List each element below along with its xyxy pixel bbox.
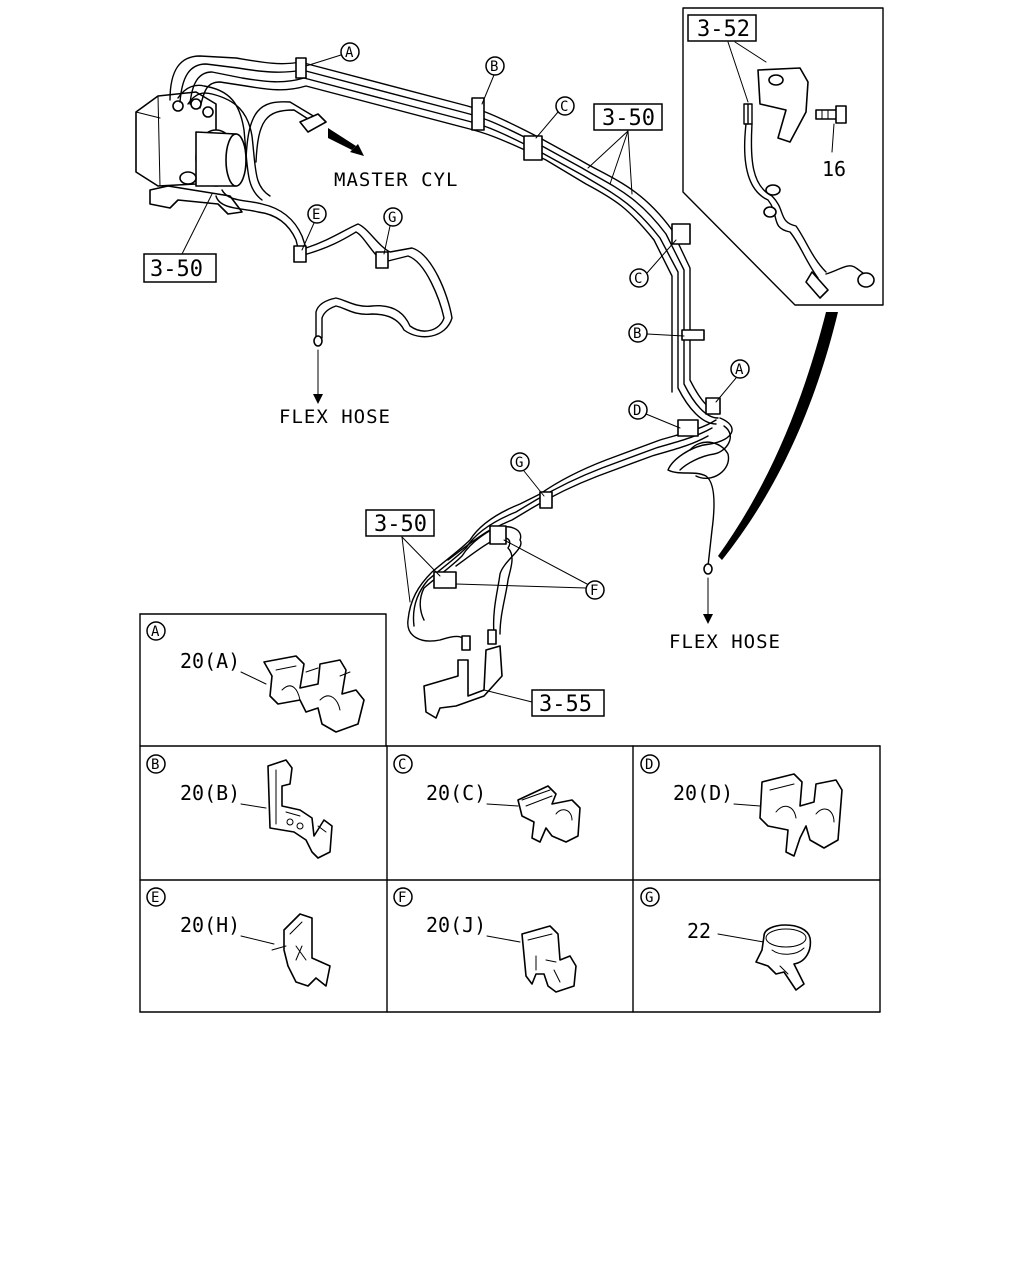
svg-text:D: D xyxy=(645,757,653,773)
svg-text:F: F xyxy=(590,583,598,599)
clip-panel-c: C 20(C) xyxy=(393,754,581,843)
inset-bracket xyxy=(757,67,809,143)
pipe-clips xyxy=(293,57,721,589)
clip-panel-b: B 20(B) xyxy=(146,754,333,859)
clip-panel-g: G 22 xyxy=(640,887,812,991)
svg-text:B: B xyxy=(151,757,159,773)
svg-text:C: C xyxy=(634,271,642,287)
part-label-20j: 20(J) xyxy=(426,913,486,937)
abs-unit xyxy=(135,91,247,215)
clip-panel-d: D 20(D) xyxy=(640,754,843,857)
clip-panel-a: A 20(A) xyxy=(146,621,365,733)
svg-text:C: C xyxy=(560,99,568,115)
part-label-20c: 20(C) xyxy=(426,781,486,805)
clip-20j-icon xyxy=(521,925,577,993)
ref-box-3-50-mid[interactable] xyxy=(365,509,435,537)
ref-box-3-50-left[interactable] xyxy=(143,253,217,283)
detail-arrow xyxy=(718,312,838,560)
part-label-20a: 20(A) xyxy=(180,649,240,673)
label-flex-hose-right: FLEX HOSE xyxy=(669,631,781,653)
part-number-16: 16 xyxy=(822,157,846,181)
part-label-20d: 20(D) xyxy=(673,781,733,805)
svg-text:E: E xyxy=(151,890,159,906)
label-master-cyl: MASTER CYL xyxy=(334,169,458,191)
part-label-20h: 20(H) xyxy=(180,913,240,937)
clip-panel-f: F 20(J) xyxy=(393,887,577,993)
svg-text:E: E xyxy=(312,207,320,223)
callouts: A B C E G C B A D G F xyxy=(301,42,750,600)
ref-box-3-50-top[interactable] xyxy=(593,103,663,131)
part-label-22: 22 xyxy=(687,919,711,943)
clip-20h-icon xyxy=(283,913,331,987)
bracket-3-55 xyxy=(423,645,503,719)
svg-text:G: G xyxy=(388,210,396,226)
svg-text:G: G xyxy=(515,455,523,471)
label-flex-hose-left: FLEX HOSE xyxy=(279,406,391,428)
clip-20d-icon xyxy=(759,773,843,857)
ref-box-3-55[interactable] xyxy=(531,689,605,717)
ref-box-3-52[interactable] xyxy=(687,14,757,42)
ref-3-50-left: 3-50 xyxy=(150,257,203,282)
svg-text:F: F xyxy=(398,890,406,906)
svg-text:C: C xyxy=(398,757,406,773)
ref-3-50-mid: 3-50 xyxy=(374,512,427,537)
svg-text:A: A xyxy=(151,624,160,640)
clip-20a-icon xyxy=(263,655,365,733)
main-pipes xyxy=(169,55,733,649)
clip-table xyxy=(139,613,881,1013)
svg-text:B: B xyxy=(490,59,498,75)
clip-20b-icon xyxy=(267,759,333,859)
ref-3-50-top: 3-50 xyxy=(602,106,655,131)
pipe-ends xyxy=(299,113,713,651)
clip-panel-e: E 20(H) xyxy=(146,887,331,987)
bolt-16 xyxy=(815,105,847,124)
part-label-20b: 20(B) xyxy=(180,781,240,805)
svg-text:G: G xyxy=(645,890,653,906)
ref-3-55: 3-55 xyxy=(539,692,592,717)
clip-20c-icon xyxy=(517,785,581,843)
svg-text:A: A xyxy=(735,362,744,378)
inset-detail: 3-52 16 xyxy=(682,7,884,306)
clip-22-icon xyxy=(755,924,812,991)
svg-text:D: D xyxy=(633,403,641,419)
ref-3-52: 3-52 xyxy=(697,17,750,42)
svg-text:B: B xyxy=(633,326,641,342)
svg-text:A: A xyxy=(345,45,354,61)
